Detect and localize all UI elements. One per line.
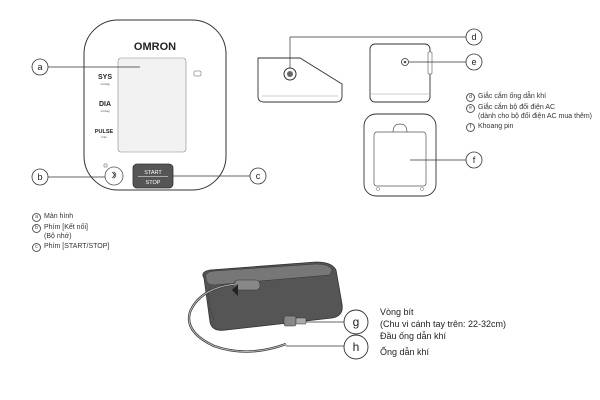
monitor-back-view: f <box>363 113 483 197</box>
foot-left <box>376 187 380 191</box>
callout-d-letter: d <box>471 32 476 42</box>
air-tube-highlight <box>188 283 287 352</box>
callout-d-circle <box>465 28 483 46</box>
right-side-body <box>369 43 431 103</box>
air-jack-icon <box>287 71 293 77</box>
brand-logo: OMRON <box>134 41 176 53</box>
start-label: START <box>144 170 162 176</box>
legend-item-c: c Phím [START/STOP] <box>32 242 182 252</box>
legend-badge-d: d <box>466 93 475 102</box>
legend-badge-e: e <box>466 104 475 113</box>
callout-g-circle <box>343 309 369 335</box>
monitor-side-view: d <box>257 28 483 103</box>
callout-h-letter: h <box>353 340 360 354</box>
callout-c-letter: c <box>256 171 261 181</box>
legend-badge-a: a <box>32 213 41 222</box>
legend-text-c: Phím [START/STOP] <box>44 243 110 250</box>
cuff-label-g-1: Vòng bít <box>380 307 414 317</box>
cuff-top-face <box>205 263 333 286</box>
sys-unit: mmHg <box>101 82 110 86</box>
callout-e-circle <box>465 53 483 71</box>
callout-b-letter: b <box>37 172 42 182</box>
callouts-front: a b c <box>31 58 267 186</box>
bluetooth-icon <box>111 171 117 179</box>
stop-label: STOP <box>146 180 161 186</box>
legend-badge-b: b <box>32 224 41 233</box>
legend-text-f: Khoang pin <box>478 123 514 130</box>
side-body <box>257 57 343 103</box>
ac-jack-pin <box>403 60 407 64</box>
callout-a-letter: a <box>37 62 42 72</box>
callout-f-circle <box>465 151 483 169</box>
callout-b-circle <box>31 168 49 186</box>
battery-compartment <box>373 131 427 187</box>
right-side-edge <box>427 51 433 75</box>
legend-item-a: a Màn hình <box>32 212 182 222</box>
callout-a-circle <box>31 58 49 76</box>
dia-unit: mmHg <box>101 109 110 113</box>
legend-text-e: Giắc cắm bộ đổi điện AC (dành cho bộ đổi… <box>478 104 593 120</box>
dia-label: DIA <box>99 101 111 108</box>
sys-label: SYS <box>98 74 112 81</box>
legend-badge-c: c <box>32 243 41 252</box>
cuff-label-g-2: (Chu vi cánh tay trên: 22-32cm) <box>380 319 507 329</box>
legend-item-e: e Giắc cắm bộ đổi điện AC (dành cho bộ đ… <box>466 103 598 121</box>
air-plug-tip <box>295 317 307 325</box>
pulse-label: PULSE <box>95 129 114 135</box>
bluetooth-indicator-icon <box>193 70 202 77</box>
memory-icon <box>103 163 108 168</box>
legend-front: a Màn hình b Phím [Kết nối] (Bộ nhớ) c P… <box>32 212 182 253</box>
callout-g-letter: g <box>353 315 360 329</box>
cuff-inner-edge <box>208 285 215 321</box>
pulse-unit: /min <box>101 135 107 139</box>
monitor-front: OMRON SYS mmHg DIA mmHg PULSE /min START… <box>83 19 227 191</box>
callout-c-circle <box>249 167 267 185</box>
arrow-marker-icon <box>232 284 238 296</box>
cuff-label-g-3: Đầu ống dẫn khí <box>380 331 447 341</box>
air-plug <box>283 315 297 327</box>
foot-right <box>420 187 424 191</box>
callout-h-circle <box>343 334 369 360</box>
legend-side: d Giắc cắm ống dẫn khí e Giắc cắm bộ đổi… <box>466 92 598 133</box>
display-screen <box>117 57 187 153</box>
legend-text-a: Màn hình <box>44 213 74 220</box>
legend-text-b: Phím [Kết nối] (Bộ nhớ) <box>44 224 88 240</box>
battery-latch <box>392 123 408 133</box>
legend-badge-f: f <box>466 123 475 132</box>
legend-item-f: f Khoang pin <box>466 122 598 132</box>
cuff-label-h-1: Ống dẫn khí <box>380 347 430 357</box>
legend-item-d: d Giắc cắm ống dẫn khí <box>466 92 598 102</box>
callout-f-letter: f <box>473 155 476 165</box>
cuff-illustration: g h <box>187 261 369 360</box>
monitor-right-side-view: e <box>369 43 483 103</box>
legend-text-d: Giắc cắm ống dẫn khí <box>478 93 547 100</box>
callout-e-letter: e <box>471 57 476 67</box>
legend-item-b: b Phím [Kết nối] (Bộ nhớ) <box>32 223 182 241</box>
